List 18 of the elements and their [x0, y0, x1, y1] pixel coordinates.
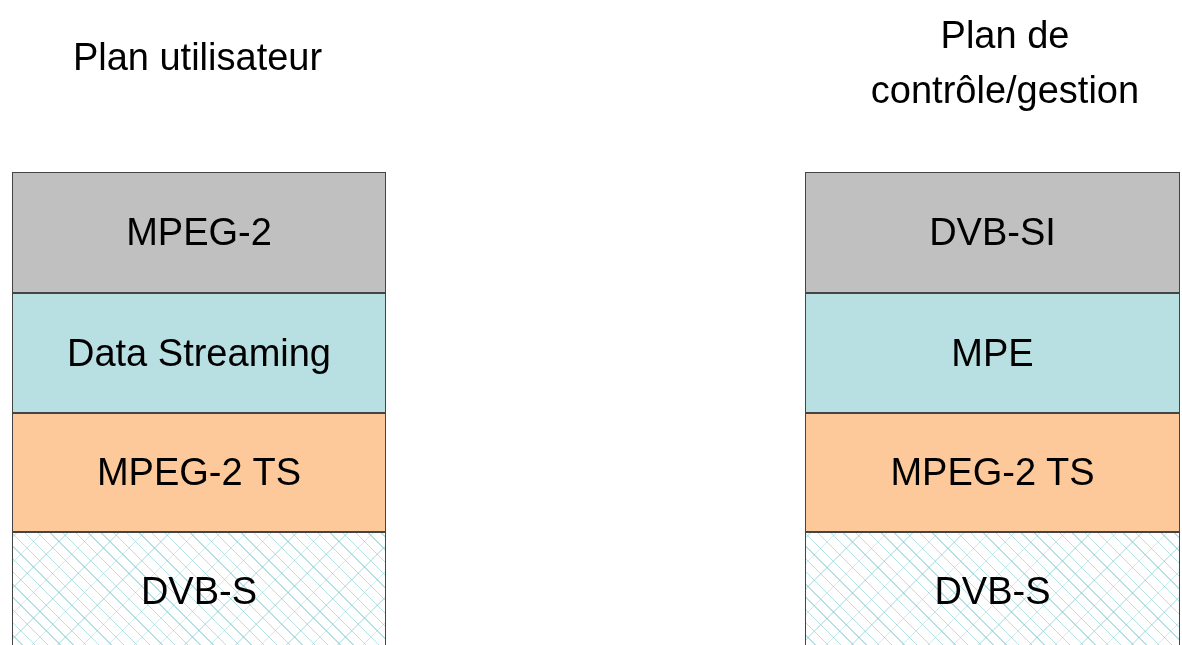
protocol-layer-box [12, 532, 386, 645]
protocol-layer-box [805, 172, 1180, 293]
layer-name: DVB-SI [929, 211, 1056, 254]
layer-name: MPEG-2 [126, 211, 272, 254]
protocol-layer-box [805, 413, 1180, 532]
layer-name: MPEG-2 TS [890, 451, 1095, 494]
protocol-layer-box [12, 413, 386, 532]
protocol-layer-box [805, 532, 1180, 645]
protocol-layer-box [805, 293, 1180, 413]
layer-name: DVB-S [140, 569, 258, 613]
layer-name: DVB-S [934, 569, 1051, 613]
column-heading: Plan utilisateur [71, 35, 324, 80]
protocol-layer-box [12, 293, 386, 413]
protocol-layer-box [12, 172, 386, 293]
layer-name: MPEG-2 TS [96, 451, 302, 494]
layer-name: MPE [951, 331, 1034, 375]
layer-name: Data Streaming [67, 331, 331, 375]
column-heading: Plan de contrôle/gestion [869, 13, 1141, 114]
